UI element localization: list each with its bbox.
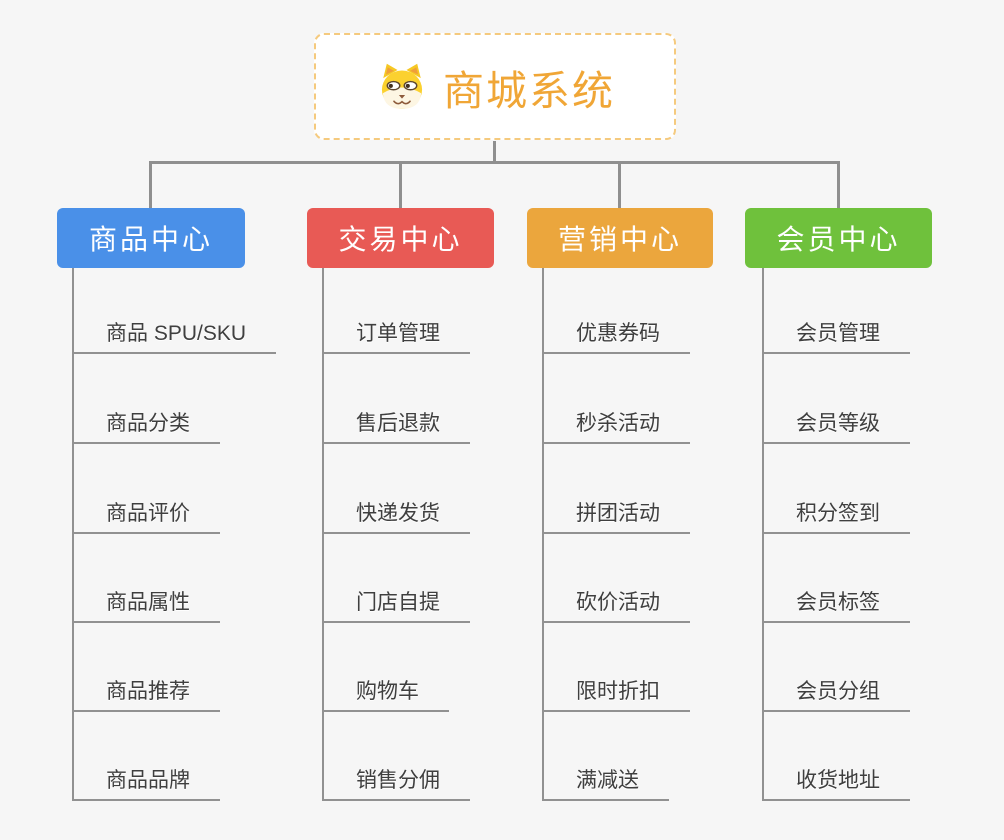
branch-box-member[interactable]: 会员中心	[745, 208, 932, 268]
leaf-node[interactable]: 商品分类	[72, 410, 220, 444]
leaf-node[interactable]: 购物车	[322, 678, 449, 712]
root-node[interactable]: 商城系统	[314, 33, 676, 140]
leaf-node[interactable]: 会员标签	[762, 589, 910, 623]
connector-root-stem	[493, 141, 496, 162]
connector-horizontal-bus	[149, 161, 840, 164]
branch-title: 会员中心	[776, 224, 901, 255]
leaf-node[interactable]: 快递发货	[322, 500, 470, 534]
leaf-node[interactable]: 销售分佣	[322, 767, 470, 801]
connector-drop-trade	[399, 161, 402, 210]
leaf-node[interactable]: 优惠券码	[542, 320, 690, 354]
leaf-column-trade: 订单管理 售后退款 快递发货 门店自提 购物车 销售分佣	[322, 268, 582, 801]
leaf-node[interactable]: 秒杀活动	[542, 410, 690, 444]
leaf-node[interactable]: 商品品牌	[72, 767, 220, 801]
leaf-node[interactable]: 砍价活动	[542, 589, 690, 623]
connector-drop-product	[149, 161, 152, 210]
leaf-node[interactable]: 积分签到	[762, 500, 910, 534]
leaf-column-product: 商品 SPU/SKU 商品分类 商品评价 商品属性 商品推荐 商品品牌	[72, 268, 332, 801]
leaf-column-marketing: 优惠券码 秒杀活动 拼团活动 砍价活动 限时折扣 满减送	[542, 268, 802, 801]
leaf-node[interactable]: 会员管理	[762, 320, 910, 354]
leaf-node[interactable]: 商品属性	[72, 589, 220, 623]
leaf-node[interactable]: 拼团活动	[542, 500, 690, 534]
connector-drop-marketing	[618, 161, 621, 210]
branch-title: 交易中心	[338, 224, 463, 255]
branch-title: 商品中心	[88, 224, 213, 255]
leaf-node[interactable]: 商品评价	[72, 500, 220, 534]
branch-box-product[interactable]: 商品中心	[57, 208, 245, 268]
leaf-node[interactable]: 会员分组	[762, 678, 910, 712]
leaf-node[interactable]: 限时折扣	[542, 678, 690, 712]
leaf-node[interactable]: 收货地址	[762, 767, 910, 801]
leaf-node[interactable]: 售后退款	[322, 410, 470, 444]
shiba-dog-icon	[381, 63, 423, 109]
connector-drop-member	[837, 161, 840, 210]
branch-title: 营销中心	[557, 224, 682, 255]
leaf-node[interactable]: 订单管理	[322, 320, 470, 354]
leaf-node[interactable]: 满减送	[542, 767, 669, 801]
leaf-column-member: 会员管理 会员等级 积分签到 会员标签 会员分组 收货地址	[762, 268, 1004, 801]
leaf-node[interactable]: 门店自提	[322, 589, 470, 623]
branch-box-trade[interactable]: 交易中心	[307, 208, 494, 268]
leaf-node[interactable]: 商品 SPU/SKU	[72, 320, 277, 354]
leaf-node[interactable]: 会员等级	[762, 410, 910, 444]
leaf-node[interactable]: 商品推荐	[72, 678, 220, 712]
branch-box-marketing[interactable]: 营销中心	[527, 208, 713, 268]
root-title: 商城系统	[443, 67, 615, 114]
